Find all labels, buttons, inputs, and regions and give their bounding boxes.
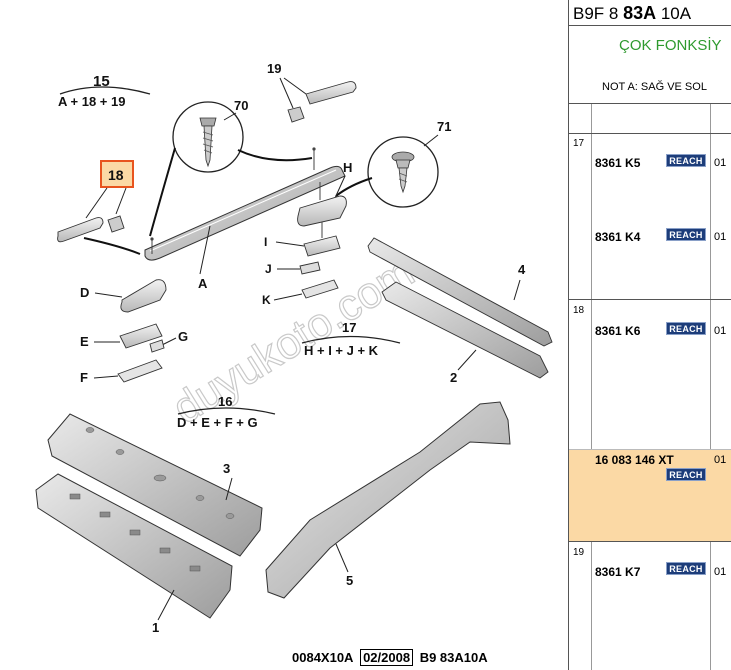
function-title: ÇOK FONKSİY <box>619 37 722 54</box>
callout-H[interactable]: H <box>343 160 352 175</box>
column-divider <box>710 104 711 670</box>
callout-A[interactable]: A <box>198 276 208 291</box>
part-quantity: 01 <box>714 325 727 337</box>
part-g[interactable] <box>149 339 165 353</box>
row-divider <box>569 299 731 300</box>
diagram-footer: 0084X10A 02/2008 B9 83A10A <box>292 649 562 668</box>
ref-code-bold: 83A <box>623 3 657 23</box>
callout-18[interactable]: 18 <box>108 167 124 183</box>
part-f[interactable] <box>117 359 163 383</box>
part-quantity: 01 <box>714 157 727 169</box>
rail-2[interactable] <box>381 281 549 379</box>
screw-71-icon <box>391 151 415 194</box>
ref-code-prefix: B9F 8 <box>573 4 624 23</box>
callout-3[interactable]: 3 <box>223 461 230 476</box>
part-quantity: 01 <box>714 454 727 466</box>
roof-panel-3[interactable] <box>47 413 263 557</box>
callout-2[interactable]: 2 <box>450 370 457 385</box>
part-j[interactable] <box>299 261 321 275</box>
selected-row-highlight <box>569 449 731 541</box>
callout-4[interactable]: 4 <box>518 262 526 277</box>
note-text: NOT A: SAĞ VE SOL <box>569 66 731 104</box>
part-quantity: 01 <box>714 566 727 578</box>
bracket-h[interactable] <box>297 195 347 227</box>
part-e[interactable] <box>119 323 163 349</box>
callout-15[interactable]: 15 <box>93 73 110 90</box>
roof-panel-1[interactable] <box>35 473 233 619</box>
reach-badge: REACH <box>666 322 706 335</box>
callout-J[interactable]: J <box>265 262 272 276</box>
callout-18-box[interactable] <box>100 160 134 188</box>
part-quantity: 01 <box>714 231 727 243</box>
reach-badge: REACH <box>666 562 706 575</box>
group-id-19: 19 <box>573 547 585 558</box>
group-id-18: 18 <box>573 305 585 316</box>
callout-1[interactable]: 1 <box>152 620 159 635</box>
callout-I[interactable]: I <box>264 235 267 249</box>
part-number-link[interactable]: 8361 K6 <box>595 324 641 338</box>
formula-17: H + I + J + K <box>304 343 379 358</box>
part-number-link[interactable]: 8361 K7 <box>595 565 641 579</box>
part-number-link[interactable]: 8361 K5 <box>595 156 641 170</box>
part-k[interactable] <box>301 279 339 299</box>
callout-71[interactable]: 71 <box>437 119 451 134</box>
end-cap-19-long[interactable] <box>305 81 357 105</box>
part-i[interactable] <box>303 235 341 257</box>
footer-ref: B9 83A10A <box>419 650 488 665</box>
callout-17[interactable]: 17 <box>342 320 356 335</box>
screw-70-icon <box>199 117 217 168</box>
formula-16: D + E + F + G <box>177 415 258 430</box>
reach-badge: REACH <box>666 468 706 481</box>
ref-code-suffix: 10A <box>656 4 692 23</box>
callout-K[interactable]: K <box>262 293 271 307</box>
callout-16[interactable]: 16 <box>218 394 232 409</box>
parts-diagram: duyukoto.com 15 A + 18 + 19 A 70 19 71 1… <box>35 61 562 668</box>
formula-15: A + 18 + 19 <box>58 94 125 109</box>
callout-19[interactable]: 19 <box>267 61 281 76</box>
column-divider <box>591 104 592 670</box>
group-id-17: 17 <box>573 138 585 149</box>
parts-list-panel: B9F 8 83A 10A ÇOK FONKSİY NOT A: SAĞ VE … <box>568 0 731 670</box>
side-member-5[interactable] <box>265 401 511 599</box>
part-number-link-selected[interactable]: 16 083 146 XT <box>595 453 674 467</box>
bracket-d[interactable] <box>120 279 167 313</box>
callout-5[interactable]: 5 <box>346 573 353 588</box>
footer-code: 0084X10A <box>292 650 354 665</box>
callout-G[interactable]: G <box>178 329 188 344</box>
reference-code: B9F 8 83A 10A <box>569 0 731 26</box>
row-divider <box>569 449 731 450</box>
row-divider <box>569 133 731 134</box>
callout-D[interactable]: D <box>80 285 89 300</box>
callout-70[interactable]: 70 <box>234 98 248 113</box>
end-cap-18-long[interactable] <box>57 217 104 243</box>
end-cap-19-clip[interactable] <box>287 106 305 123</box>
end-cap-18-clip[interactable] <box>107 215 125 233</box>
callout-F[interactable]: F <box>80 370 88 385</box>
callout-E[interactable]: E <box>80 334 89 349</box>
reach-badge: REACH <box>666 228 706 241</box>
reach-badge: REACH <box>666 154 706 167</box>
exploded-view-drawing: duyukoto.com 15 A + 18 + 19 A 70 19 71 1… <box>35 61 553 635</box>
row-divider <box>569 541 731 542</box>
footer-date: 02/2008 <box>360 649 414 666</box>
part-number-link[interactable]: 8361 K4 <box>595 230 641 244</box>
rail-4[interactable] <box>367 237 553 347</box>
